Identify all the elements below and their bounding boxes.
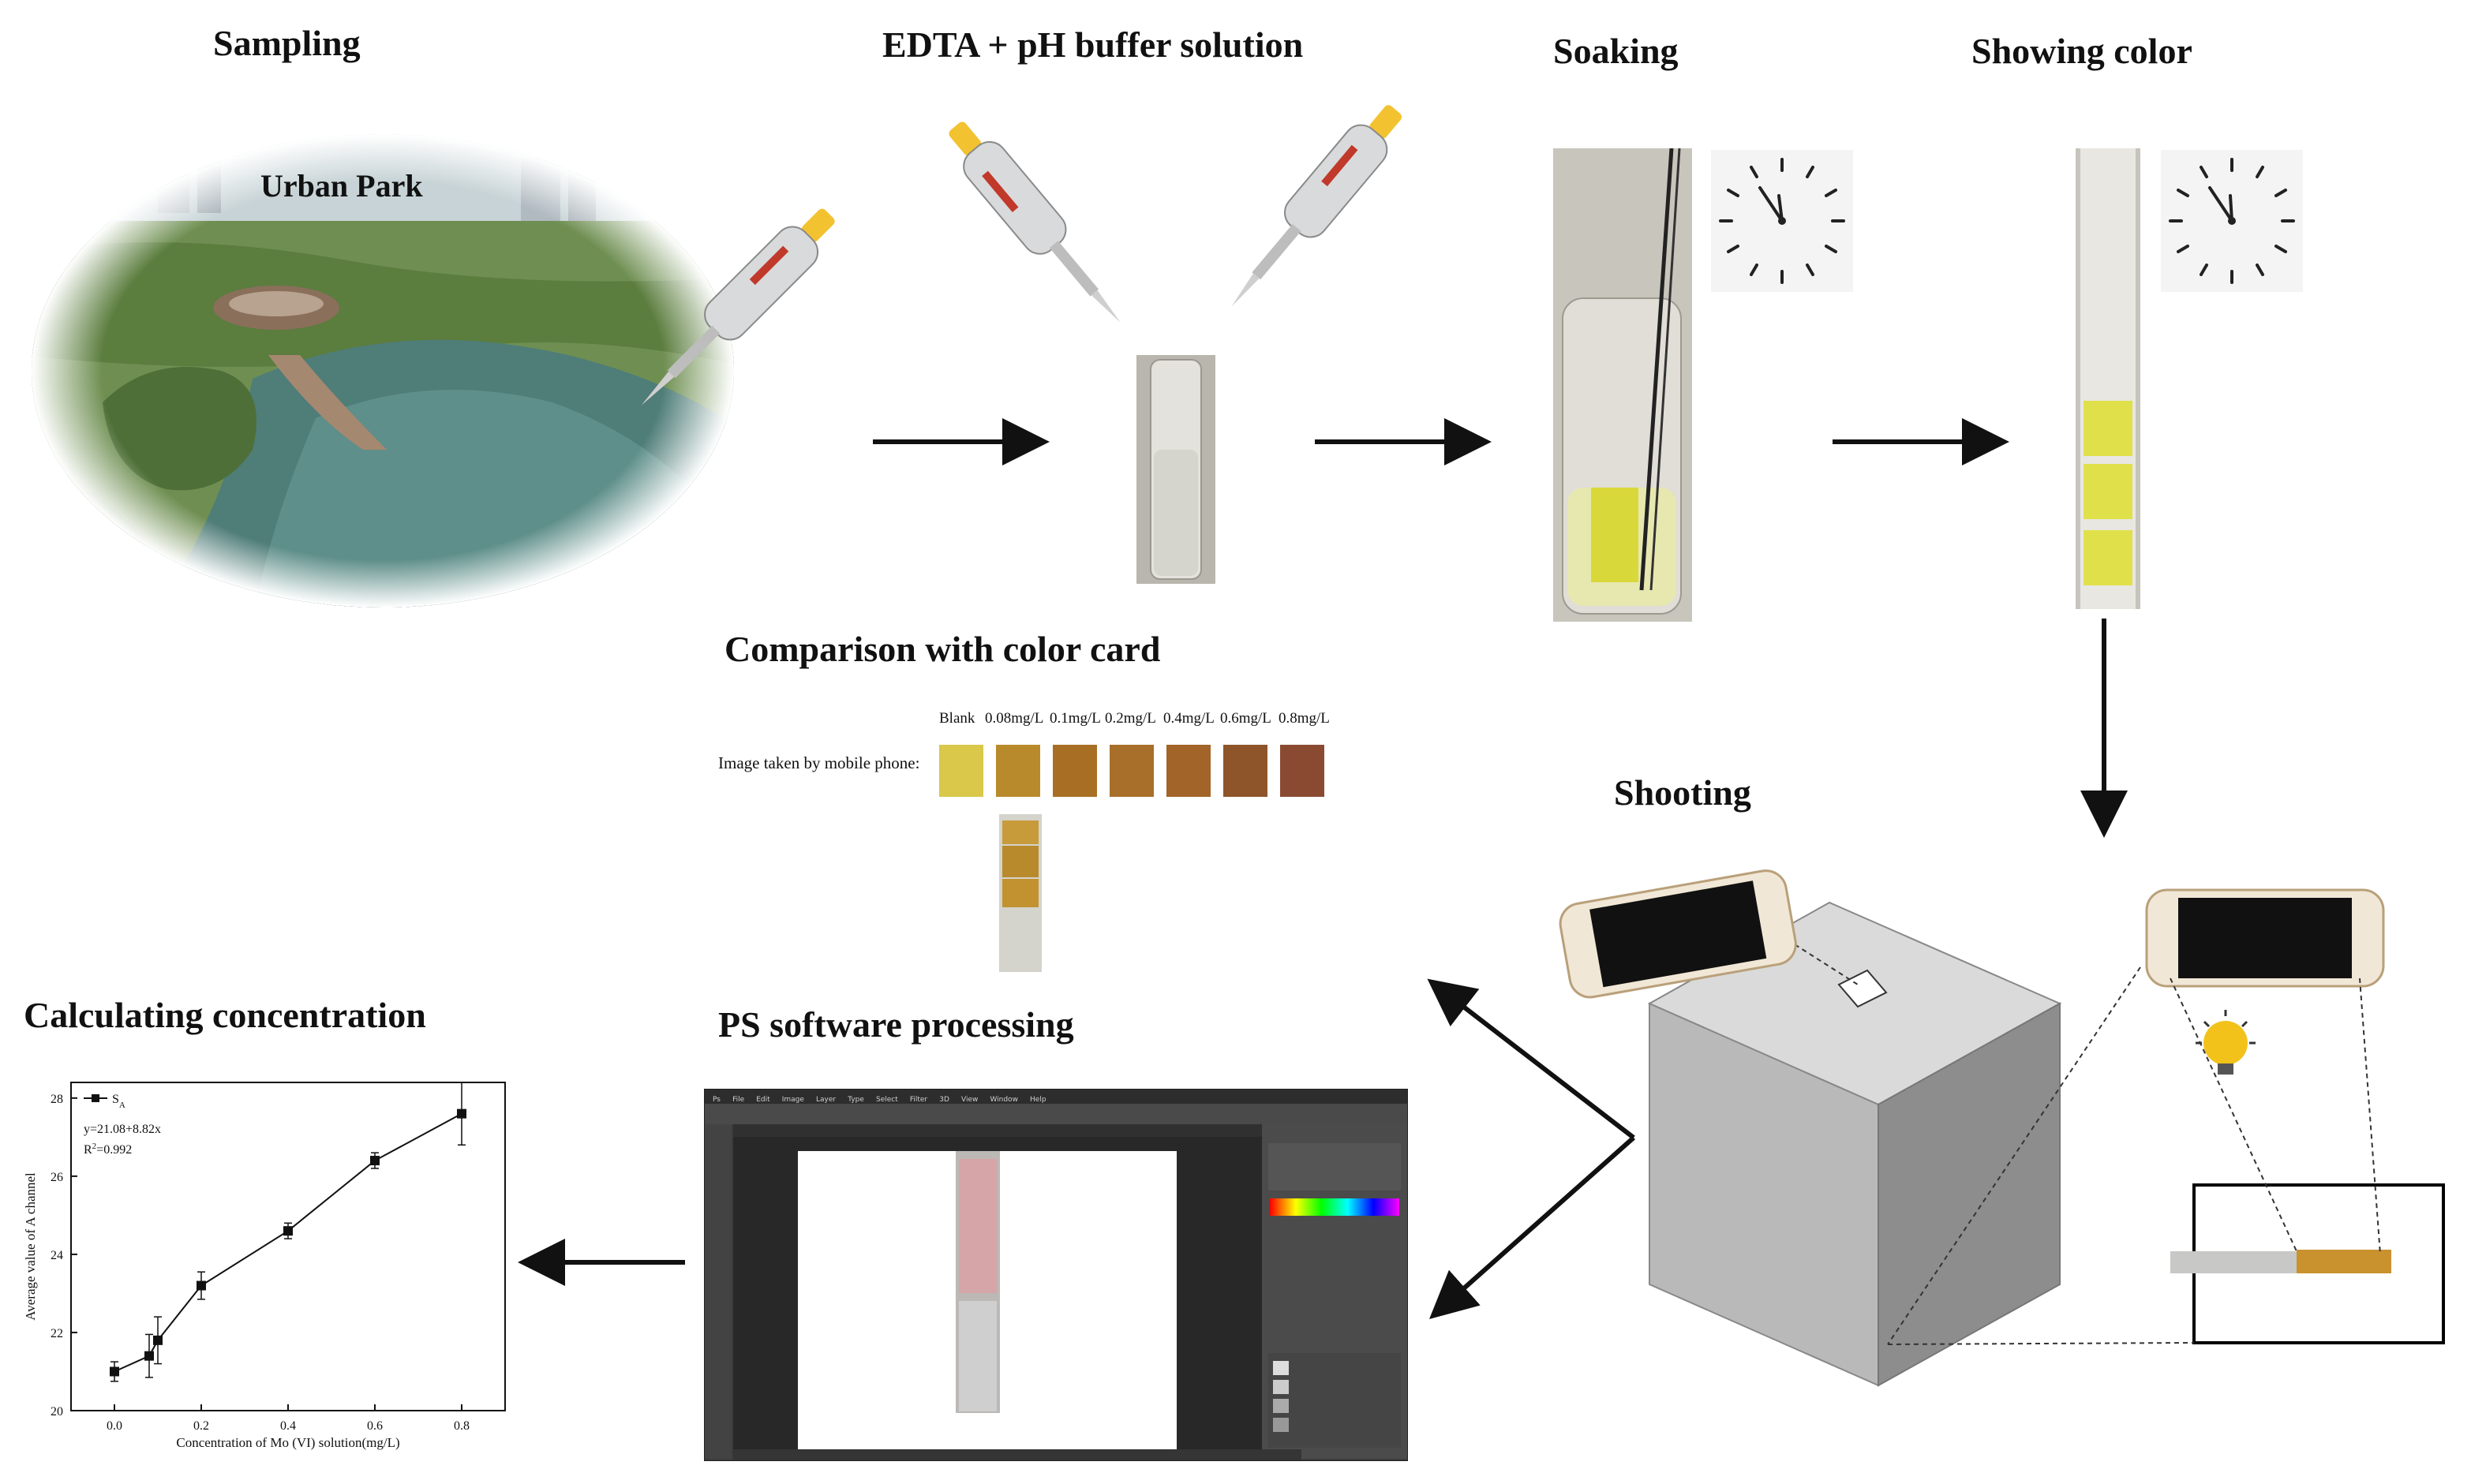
x-axis-label: Concentration of Mo (VI) solution(mg/L) bbox=[176, 1435, 399, 1450]
ps-menu-filter[interactable]: Filter bbox=[910, 1096, 927, 1104]
title-shooting: Shooting bbox=[1614, 772, 1751, 813]
clock-icon-2 bbox=[2161, 150, 2303, 292]
ps-menu-edit[interactable]: Edit bbox=[756, 1096, 769, 1104]
ps-menu-help[interactable]: Help bbox=[1030, 1096, 1046, 1104]
y-axis-label: Average value of A channel bbox=[23, 1172, 38, 1321]
data-point-4 bbox=[283, 1226, 293, 1235]
y-tick-label-4: 28 bbox=[51, 1093, 63, 1106]
swatch-0 bbox=[939, 745, 983, 797]
title-ps-processing: PS software processing bbox=[718, 1004, 1074, 1045]
swatch-4 bbox=[1166, 745, 1211, 797]
ps-menu-logo[interactable]: Ps bbox=[713, 1096, 721, 1104]
ps-menu-file[interactable]: File bbox=[732, 1096, 744, 1104]
y-tick-label-3: 26 bbox=[51, 1171, 63, 1184]
data-point-0 bbox=[110, 1366, 119, 1376]
ps-menu-bar: Ps File Edit Image Layer Type Select Fil… bbox=[705, 1090, 1407, 1104]
ps-panels bbox=[1262, 1124, 1407, 1459]
card-header-0-4: 0.4mg/L bbox=[1163, 710, 1215, 727]
ps-document-tabs[interactable] bbox=[733, 1124, 1301, 1137]
legend-label: SA bbox=[112, 1093, 125, 1110]
ps-menu-layer[interactable]: Layer bbox=[816, 1096, 836, 1104]
ps-options-bar bbox=[705, 1104, 1407, 1124]
series-line-0 bbox=[114, 1114, 462, 1372]
data-point-5 bbox=[370, 1156, 380, 1165]
x-tick-label-3: 0.6 bbox=[367, 1419, 383, 1433]
edta-tube-photo bbox=[1136, 355, 1215, 584]
card-header-0-08: 0.08mg/L bbox=[985, 710, 1043, 727]
r-squared: R2=0.992 bbox=[84, 1142, 132, 1157]
swatch-6 bbox=[1280, 745, 1324, 797]
pipette-left-icon bbox=[900, 103, 1184, 355]
data-point-6 bbox=[457, 1109, 466, 1119]
title-soaking: Soaking bbox=[1553, 30, 1679, 72]
ps-menu-window[interactable]: Window bbox=[990, 1096, 1018, 1104]
ps-menu-select[interactable]: Select bbox=[876, 1096, 898, 1104]
shooting-setup bbox=[1539, 860, 2470, 1412]
ps-menu-view[interactable]: View bbox=[961, 1096, 978, 1104]
photoshop-window: Ps File Edit Image Layer Type Select Fil… bbox=[704, 1089, 1408, 1461]
pipette-right-icon bbox=[1168, 87, 1452, 347]
ps-menu-image[interactable]: Image bbox=[782, 1096, 804, 1104]
regression-equation: y=21.08+8.82x bbox=[84, 1123, 161, 1136]
ps-menu-3d[interactable]: 3D bbox=[939, 1096, 949, 1104]
x-tick-label-2: 0.4 bbox=[280, 1419, 296, 1433]
data-point-1 bbox=[144, 1351, 154, 1361]
title-edta: EDTA + pH buffer solution bbox=[882, 24, 1303, 65]
ps-menu-type[interactable]: Type bbox=[848, 1096, 864, 1104]
swatch-5 bbox=[1223, 745, 1267, 797]
card-header-0-2: 0.2mg/L bbox=[1105, 710, 1156, 727]
x-tick-label-4: 0.8 bbox=[454, 1419, 470, 1433]
test-strip-photo bbox=[2076, 148, 2140, 609]
data-point-3 bbox=[197, 1281, 206, 1291]
y-tick-label-0: 20 bbox=[51, 1405, 63, 1419]
title-showing-color: Showing color bbox=[1971, 30, 2192, 72]
pipette-icon bbox=[608, 181, 852, 450]
title-sampling: Sampling bbox=[213, 22, 361, 64]
x-tick-label-0: 0.0 bbox=[107, 1419, 122, 1433]
data-point-2 bbox=[153, 1336, 163, 1345]
tested-strip-photo bbox=[999, 814, 1042, 972]
x-tick-label-1: 0.2 bbox=[193, 1419, 209, 1433]
urban-park-label: Urban Park bbox=[260, 167, 423, 204]
card-header-0-1: 0.1mg/L bbox=[1050, 710, 1101, 727]
y-tick-label-2: 24 bbox=[51, 1249, 63, 1262]
swatch-2 bbox=[1053, 745, 1097, 797]
title-calculating: Calculating concentration bbox=[24, 994, 426, 1036]
ps-canvas[interactable] bbox=[798, 1151, 1177, 1452]
lightbulb-icon bbox=[2196, 1010, 2256, 1075]
swatch-3 bbox=[1110, 745, 1154, 797]
clock-icon bbox=[1711, 150, 1853, 292]
card-header-blank: Blank bbox=[939, 710, 975, 727]
swatch-1 bbox=[996, 745, 1040, 797]
card-row-label: Image taken by mobile phone: bbox=[718, 753, 919, 773]
ps-strip-image bbox=[798, 1151, 1177, 1452]
legend-marker bbox=[92, 1094, 99, 1102]
ps-toolbar[interactable] bbox=[705, 1124, 732, 1459]
ps-status-bar bbox=[733, 1449, 1301, 1460]
soaking-tube-photo bbox=[1553, 148, 1692, 622]
title-comparison: Comparison with color card bbox=[724, 628, 1160, 670]
y-tick-label-1: 22 bbox=[51, 1327, 63, 1340]
card-header-0-8: 0.8mg/L bbox=[1279, 710, 1330, 727]
card-header-0-6: 0.6mg/L bbox=[1220, 710, 1271, 727]
